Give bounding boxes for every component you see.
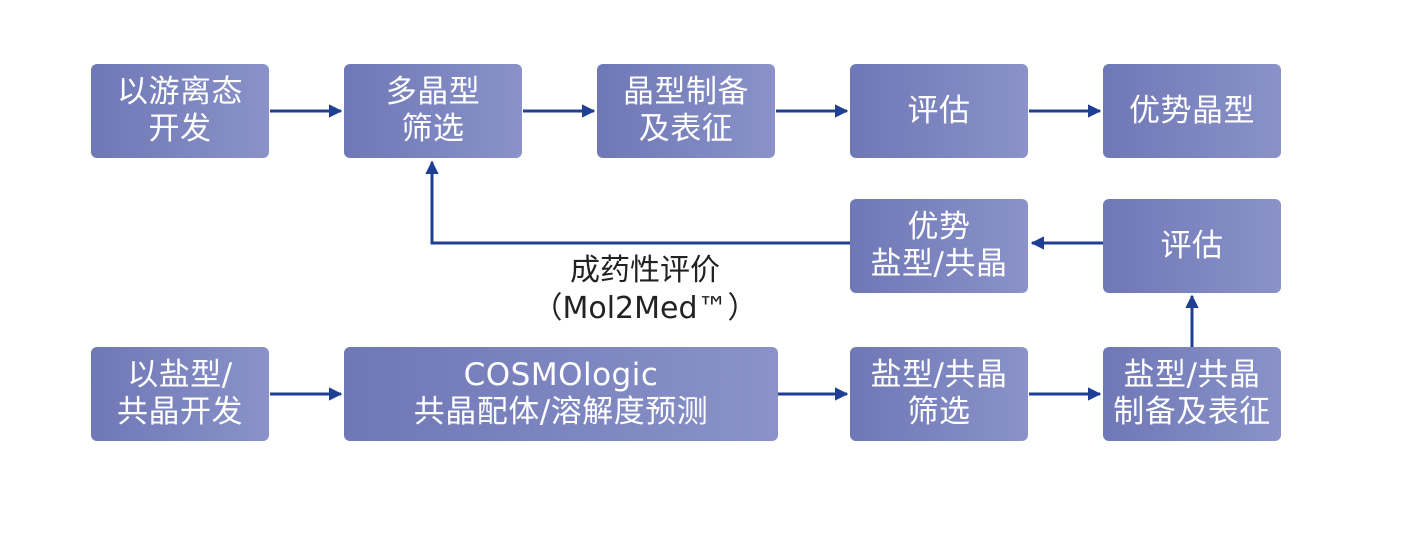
node-label: 以盐型/: [127, 357, 233, 393]
node-label: 评估: [907, 92, 971, 129]
node-label: 多晶型: [385, 74, 481, 110]
node-polymorph-screening: 多晶型 筛选: [344, 64, 522, 158]
node-label: 及表征: [638, 111, 734, 147]
node-label: 共晶配体/溶解度预测: [413, 394, 709, 430]
node-label: 筛选: [401, 111, 465, 147]
node-label: 制备及表征: [1113, 394, 1271, 430]
edge-label-line: （Mol2Med™）: [532, 291, 758, 326]
node-salt-preparation: 盐型/共晶 制备及表征: [1103, 347, 1281, 441]
node-label: 盐型/共晶: [870, 357, 1008, 393]
node-label: 盐型/共晶: [870, 246, 1008, 282]
node-cosmologic-prediction: COSMOlogic 共晶配体/溶解度预测: [344, 347, 778, 441]
node-label: 优势: [907, 209, 971, 245]
node-evaluation-middle: 评估: [1103, 199, 1281, 293]
node-salt-development: 以盐型/ 共晶开发: [91, 347, 269, 441]
node-label: 共晶开发: [117, 394, 243, 430]
node-best-salt-cocrystal: 优势 盐型/共晶: [850, 199, 1028, 293]
node-label: 筛选: [907, 394, 971, 430]
node-label: 盐型/共晶: [1123, 357, 1261, 393]
edge-label-druggability: 成药性评价 （Mol2Med™）: [480, 252, 810, 328]
node-label: 开发: [148, 111, 212, 147]
node-best-crystal-form: 优势晶型: [1103, 64, 1281, 158]
edge-label-line: 成药性评价: [570, 253, 720, 288]
node-salt-screening: 盐型/共晶 筛选: [850, 347, 1028, 441]
node-label: 以游离态: [117, 74, 243, 110]
node-free-form-development: 以游离态 开发: [91, 64, 269, 158]
node-label: 评估: [1160, 227, 1224, 264]
node-label: 晶型制备: [623, 74, 749, 110]
node-label: 优势晶型: [1129, 92, 1255, 129]
arrow-bestsalt-to-poly: [425, 160, 850, 245]
node-crystal-preparation: 晶型制备 及表征: [597, 64, 775, 158]
node-label: COSMOlogic: [463, 357, 659, 393]
node-evaluation-top: 评估: [850, 64, 1028, 158]
